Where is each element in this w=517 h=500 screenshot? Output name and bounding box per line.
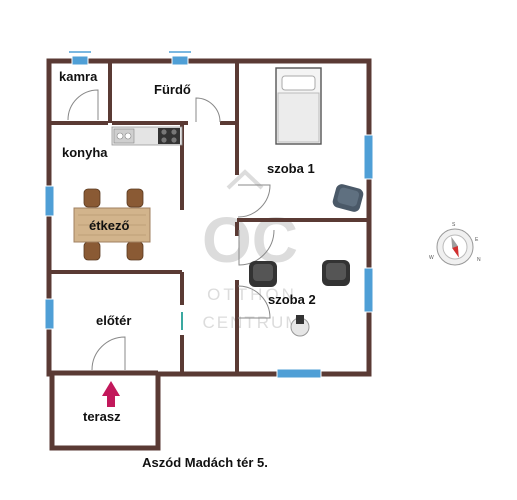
- door-eloter: [91, 336, 126, 371]
- armchair-icon: [249, 260, 350, 287]
- compass-s: N: [477, 257, 481, 263]
- side-table-icon: [290, 315, 310, 337]
- room-label-terasz: terasz: [83, 409, 121, 424]
- door-furdo: [195, 97, 221, 123]
- chair-icon: [83, 188, 144, 261]
- window-szoba2-bottom: [276, 368, 322, 379]
- door-kamra: [67, 89, 99, 121]
- room-label-furdo: Fürdő: [154, 82, 191, 97]
- room-label-kamra: kamra: [59, 69, 98, 84]
- room-label-szoba2: szoba 2: [268, 292, 316, 307]
- compass-icon: S E W N: [429, 222, 481, 266]
- entry-arrow-icon: [102, 381, 120, 407]
- compass-w: W: [429, 255, 434, 261]
- room-label-konyha: konyha: [62, 145, 108, 160]
- compass-n: S: [452, 222, 456, 228]
- watermark: OC OTTHON CENTRUM: [202, 169, 302, 332]
- kitchen-counter: [111, 126, 183, 146]
- door-szoba2-inner: [237, 285, 271, 319]
- room-label-szoba1: szoba 1: [267, 161, 315, 176]
- window-eloter: [44, 298, 55, 330]
- watermark-line2: CENTRUM: [203, 313, 302, 332]
- sink-icon: [113, 128, 135, 144]
- address-caption: Aszód Madách tér 5.: [142, 455, 268, 470]
- windows: [44, 55, 374, 379]
- dining-set: [73, 188, 151, 261]
- stove-icon: [158, 128, 180, 144]
- bed-icon: [275, 67, 322, 145]
- armchair-icon: [332, 184, 364, 212]
- doors: [67, 89, 275, 371]
- window-etkezo: [44, 185, 55, 217]
- room-label-etkezo: étkező: [89, 218, 130, 233]
- door-szoba2: [238, 229, 275, 266]
- room-label-eloter: előtér: [96, 313, 131, 328]
- window-szoba1: [363, 134, 374, 180]
- window-kamra: [71, 55, 89, 66]
- window-szoba2: [363, 267, 374, 313]
- watermark-line1: OTTHON: [207, 285, 297, 304]
- interior-walls: [49, 61, 369, 374]
- door-szoba1: [237, 184, 271, 218]
- window-furdo: [171, 55, 189, 66]
- compass-e: E: [475, 237, 479, 243]
